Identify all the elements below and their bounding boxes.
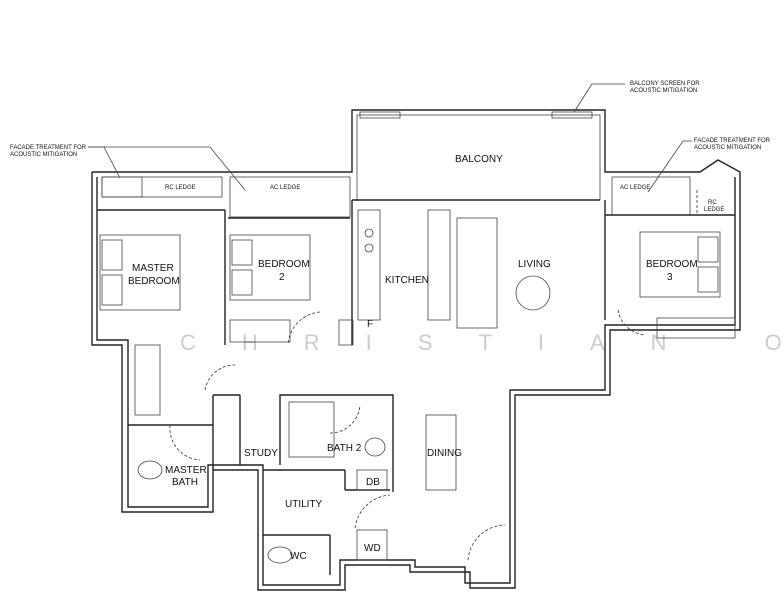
master-bath-label-1: MASTER bbox=[165, 465, 207, 476]
annotations: BALCONY SCREEN FOR ACOUSTIC MITIGATION F… bbox=[10, 81, 771, 193]
rc-ledge-right-1: RC bbox=[708, 200, 717, 206]
bedroom3-wardrobe bbox=[656, 317, 736, 339]
bedroom3-label-2: 3 bbox=[667, 272, 673, 283]
master-wardrobe bbox=[134, 344, 161, 416]
rc-ledge-right-2: LEDGE bbox=[704, 207, 724, 213]
ac-ledge-left: AC LEDGE bbox=[270, 185, 300, 191]
bedroom3-label-1: BEDROOM bbox=[646, 259, 698, 270]
facade-left-note-2: ACOUSTIC MITIGATION bbox=[10, 152, 77, 158]
study-label: STUDY bbox=[244, 448, 278, 459]
facade-right-note-1: FACADE TREATMENT FOR bbox=[694, 138, 771, 144]
wd-label: WD bbox=[364, 543, 381, 554]
master-bedroom-label-1: MASTER bbox=[132, 263, 174, 274]
master-bedroom-label-2: BEDROOM bbox=[128, 276, 180, 287]
bedroom2-label-1: BEDROOM bbox=[258, 259, 310, 270]
balcony: BALCONY bbox=[356, 111, 601, 201]
kitchen-label: KITCHEN bbox=[385, 275, 429, 286]
fridge-label: F bbox=[367, 319, 373, 330]
watermark: CHRISTIAN OH bbox=[180, 330, 784, 355]
ledges: RC LEDGE AC LEDGE AC LEDGE RC LEDGE bbox=[101, 176, 724, 218]
doors bbox=[169, 309, 646, 561]
balcony-screen-note-2: ACOUSTIC MITIGATION bbox=[630, 88, 697, 94]
master-bath-label-2: BATH bbox=[172, 477, 198, 488]
island bbox=[427, 209, 451, 321]
dining-label: DINING bbox=[427, 448, 462, 459]
db-label: DB bbox=[366, 477, 380, 488]
fridge bbox=[338, 319, 354, 346]
kitchen-counter bbox=[357, 209, 381, 321]
bath2-shower bbox=[288, 401, 335, 458]
living-label: LIVING bbox=[518, 259, 551, 270]
bedroom2-wardrobe bbox=[229, 319, 291, 343]
balcony-screen-note-1: BALCONY SCREEN FOR bbox=[630, 81, 700, 87]
bedroom3-bed bbox=[639, 231, 721, 298]
facade-left-note-1: FACADE TREATMENT FOR bbox=[10, 145, 87, 151]
master-bed bbox=[99, 234, 181, 311]
bedroom2-bed bbox=[229, 234, 311, 301]
utility-label: UTILITY bbox=[285, 499, 323, 510]
dining-table bbox=[425, 414, 457, 491]
room-labels: MASTER BEDROOM BEDROOM 2 KITCHEN F LIVIN… bbox=[128, 259, 698, 562]
bath2-label: BATH 2 bbox=[327, 443, 362, 454]
bedroom2-label-2: 2 bbox=[279, 272, 285, 283]
wc-label: WC bbox=[290, 551, 307, 562]
sofa bbox=[456, 217, 498, 329]
interior-walls bbox=[97, 199, 735, 575]
balcony-label: BALCONY bbox=[455, 154, 503, 165]
rc-ledge-left: RC LEDGE bbox=[165, 185, 196, 191]
furniture bbox=[99, 209, 736, 564]
ac-ledge-right: AC LEDGE bbox=[620, 185, 650, 191]
coffee-table bbox=[515, 275, 551, 311]
facade-right-note-2: ACOUSTIC MITIGATION bbox=[694, 145, 761, 151]
